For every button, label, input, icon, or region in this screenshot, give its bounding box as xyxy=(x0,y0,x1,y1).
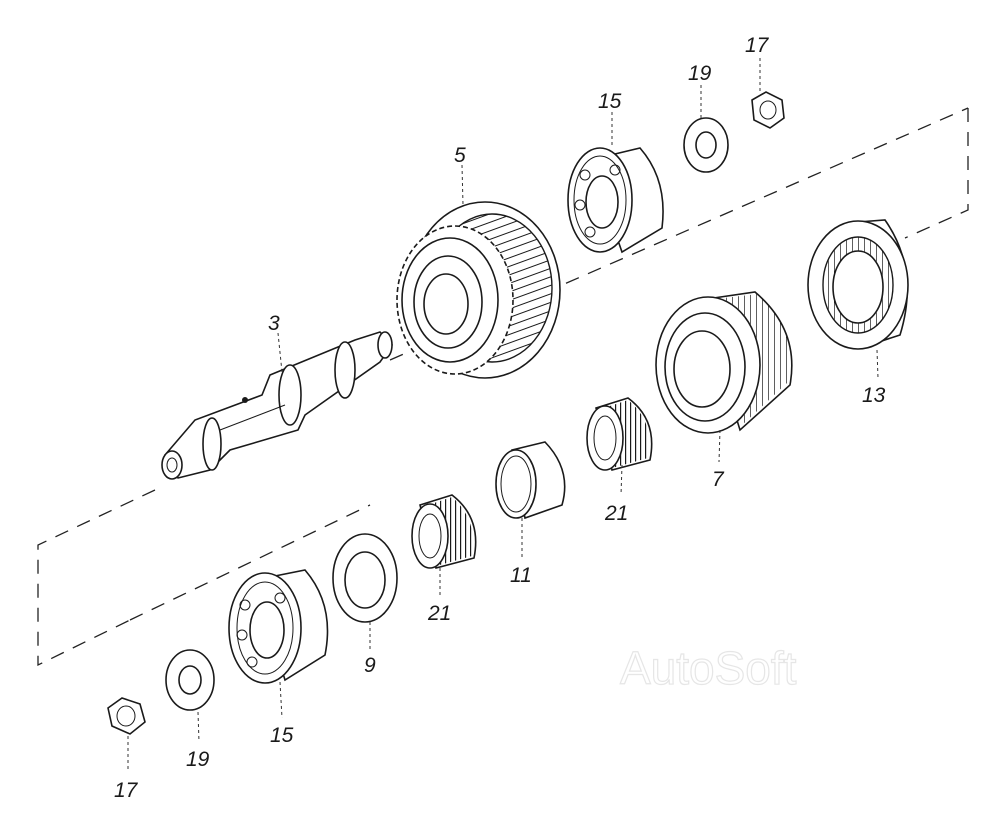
leader-lines xyxy=(127,58,879,772)
label-needle-bearing-bottom: 21 xyxy=(427,602,451,625)
thrust-washer xyxy=(332,533,398,623)
label-coupling: 13 xyxy=(862,384,886,407)
label-shaft: 3 xyxy=(268,312,280,335)
label-washer-bottom: 19 xyxy=(186,748,210,771)
label-spur-gear: 7 xyxy=(712,468,725,491)
ball-bearing-top xyxy=(567,147,664,254)
hex-nut-bottom xyxy=(107,697,146,735)
label-bearing-bottom: 15 xyxy=(270,724,294,747)
label-nut-bottom: 17 xyxy=(114,779,139,802)
callout-labels: 3 5 15 19 17 13 7 21 11 21 9 15 19 17 xyxy=(114,34,886,802)
label-washer-top: 19 xyxy=(688,62,712,85)
helical-gear xyxy=(396,201,561,379)
label-needle-bearing-top: 21 xyxy=(604,502,628,525)
label-sleeve: 11 xyxy=(510,564,532,587)
hex-nut-top xyxy=(751,91,785,129)
label-helical-gear: 5 xyxy=(454,144,466,167)
washer-top xyxy=(683,117,729,173)
plain-sleeve xyxy=(495,441,566,520)
label-washer-9: 9 xyxy=(364,654,376,677)
ball-bearing-bottom xyxy=(228,569,329,684)
label-bearing-top: 15 xyxy=(598,90,622,113)
washer-bottom xyxy=(165,649,215,711)
spur-gear xyxy=(655,291,793,434)
coupling-sleeve xyxy=(807,219,909,350)
needle-bearing-bottom xyxy=(411,494,477,569)
watermark-text: AutoSoft xyxy=(620,642,797,694)
needle-bearing-top xyxy=(586,397,653,471)
shaft xyxy=(161,331,394,480)
label-nut-top: 17 xyxy=(745,34,770,57)
assembly-axis-lines xyxy=(37,107,969,667)
